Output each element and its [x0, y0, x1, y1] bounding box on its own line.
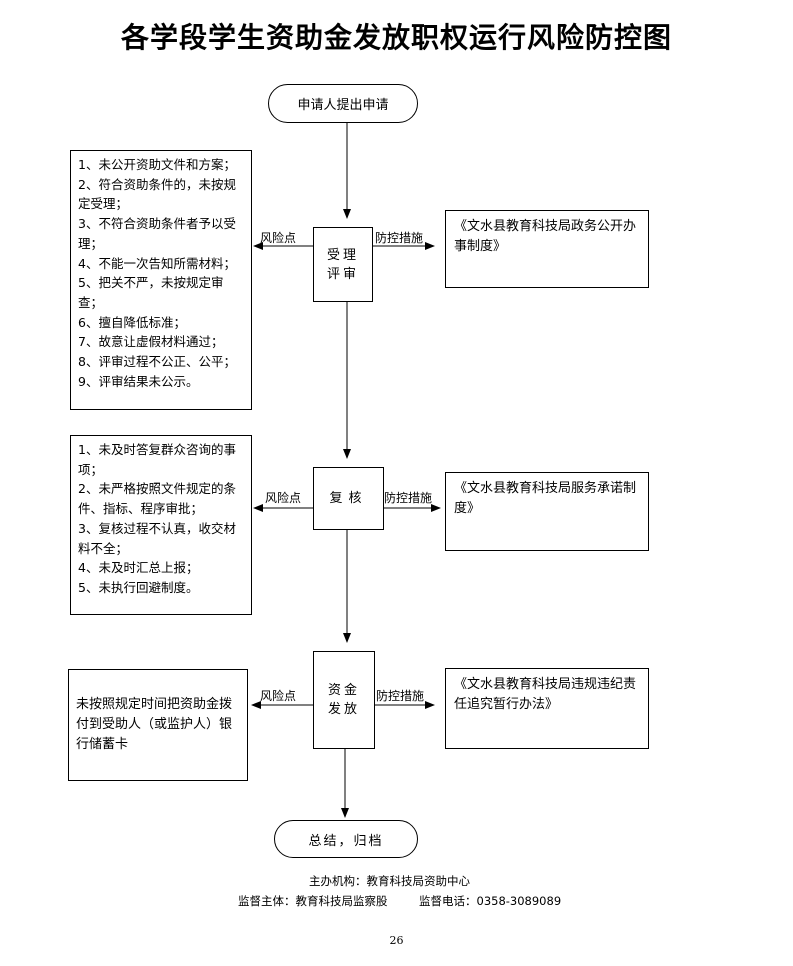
step3-node: 资金发放 [313, 651, 375, 749]
step3-measure-label: 防控措施 [376, 689, 425, 703]
step1-risk-label: 风险点 [260, 231, 297, 245]
footer-organizer: 主办机构：教育科技局资助中心 [309, 874, 470, 888]
step1-measure-label: 防控措施 [375, 231, 424, 245]
step3-measure-box: 《文水县教育科技局违规违纪责任追究暂行办法》 [445, 668, 649, 749]
end-node: 总结，归档 [274, 820, 418, 858]
step2-risk-box: 1、未及时答复群众咨询的事项； 2、未严格按照文件规定的条件、指标、程序审批； … [70, 435, 252, 615]
step2-measure-box: 《文水县教育科技局服务承诺制度》 [445, 472, 649, 551]
footer-phone: 监督电话：0358-3089089 [419, 894, 562, 908]
step3-name: 资金发放 [327, 683, 360, 717]
page-title: 各学段学生资助金发放职权运行风险防控图 [120, 21, 672, 54]
step1-name: 受理评审 [326, 247, 359, 282]
step2-risk-label: 风险点 [265, 491, 302, 505]
step1-measure-box: 《文水县教育科技局政务公开办事制度》 [445, 210, 649, 288]
step2-measure-label: 防控措施 [384, 491, 433, 505]
step2-node: 复核 [313, 467, 384, 530]
step1-node: 受理评审 [313, 227, 373, 302]
page-number: 26 [389, 934, 404, 947]
step3-risk-box: 未按照规定时间把资助金拨付到受助人（或监护人）银行储蓄卡 [68, 669, 248, 781]
step2-name: 复核 [329, 491, 368, 506]
step3-risk-label: 风险点 [260, 689, 297, 703]
start-node: 申请人提出申请 [268, 84, 418, 123]
step1-risk-box: 1、未公开资助文件和方案； 2、符合资助条件的，未按规定受理； 3、不符合资助条… [70, 150, 252, 410]
footer-supervisor: 监督主体：教育科技局监察股 [238, 894, 388, 908]
